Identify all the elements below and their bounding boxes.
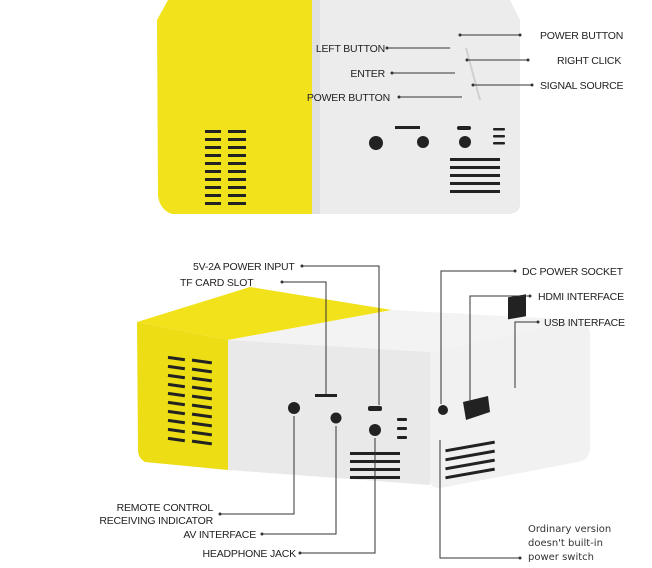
headphone-jack-icon [459, 136, 471, 148]
label-signal-source: SIGNAL SOURCE [540, 80, 624, 92]
label-remote-control: REMOTE CONTROL [117, 502, 214, 514]
label-receiving-indicator: RECEIVING INDICATOR [99, 515, 213, 527]
note-line-1: Ordinary version [528, 524, 611, 535]
label-hdmi-interface: HDMI INTERFACE [538, 291, 624, 303]
front-vent-icon [450, 128, 505, 193]
label-tf-card-slot: TF CARD SLOT [180, 277, 254, 289]
headphone-jack-icon [369, 424, 381, 436]
side-vent-icon [167, 355, 213, 446]
tf-slot-icon [315, 394, 337, 397]
label-power-button-right: POWER BUTTON [540, 30, 623, 42]
av-jack-icon [417, 136, 429, 148]
label-5v-power-input: 5V-2A POWER INPUT [193, 261, 295, 273]
label-left-button: LEFT BUTTON [316, 43, 385, 55]
projector-angle-view [137, 287, 590, 488]
ir-receiver-icon [288, 402, 300, 414]
usb-port-icon [508, 294, 526, 320]
white-top-face [228, 310, 578, 352]
note-line-3: power switch [528, 552, 594, 563]
ports [369, 126, 471, 150]
label-headphone-jack: HEADPHONE JACK [203, 548, 297, 560]
side-vent-icon [205, 130, 246, 205]
av-jack-icon [330, 412, 342, 424]
label-power-button-left: POWER BUTTON [307, 92, 390, 104]
label-usb-interface: USB INTERFACE [544, 317, 625, 329]
white-front-face [228, 340, 430, 485]
yellow-side-panel [157, 0, 312, 214]
label-av-interface: AV INTERFACE [183, 529, 256, 541]
ir-receiver-icon [369, 136, 383, 150]
label-right-click: RIGHT CLICK [557, 55, 621, 67]
usb-power-icon [457, 126, 471, 130]
usb-power-icon [368, 406, 382, 411]
projector-front-view [157, 0, 520, 214]
white-front-panel [312, 0, 520, 214]
top-buttons [465, 47, 481, 101]
note-line-2: doesn't built-in [528, 538, 603, 549]
label-dc-power-socket: DC POWER SOCKET [522, 266, 624, 278]
yellow-top-face [137, 287, 392, 340]
dc-socket-icon [438, 405, 448, 415]
label-enter: ENTER [350, 68, 385, 80]
tf-slot-icon [395, 126, 420, 129]
right-vent-icon [445, 440, 495, 480]
